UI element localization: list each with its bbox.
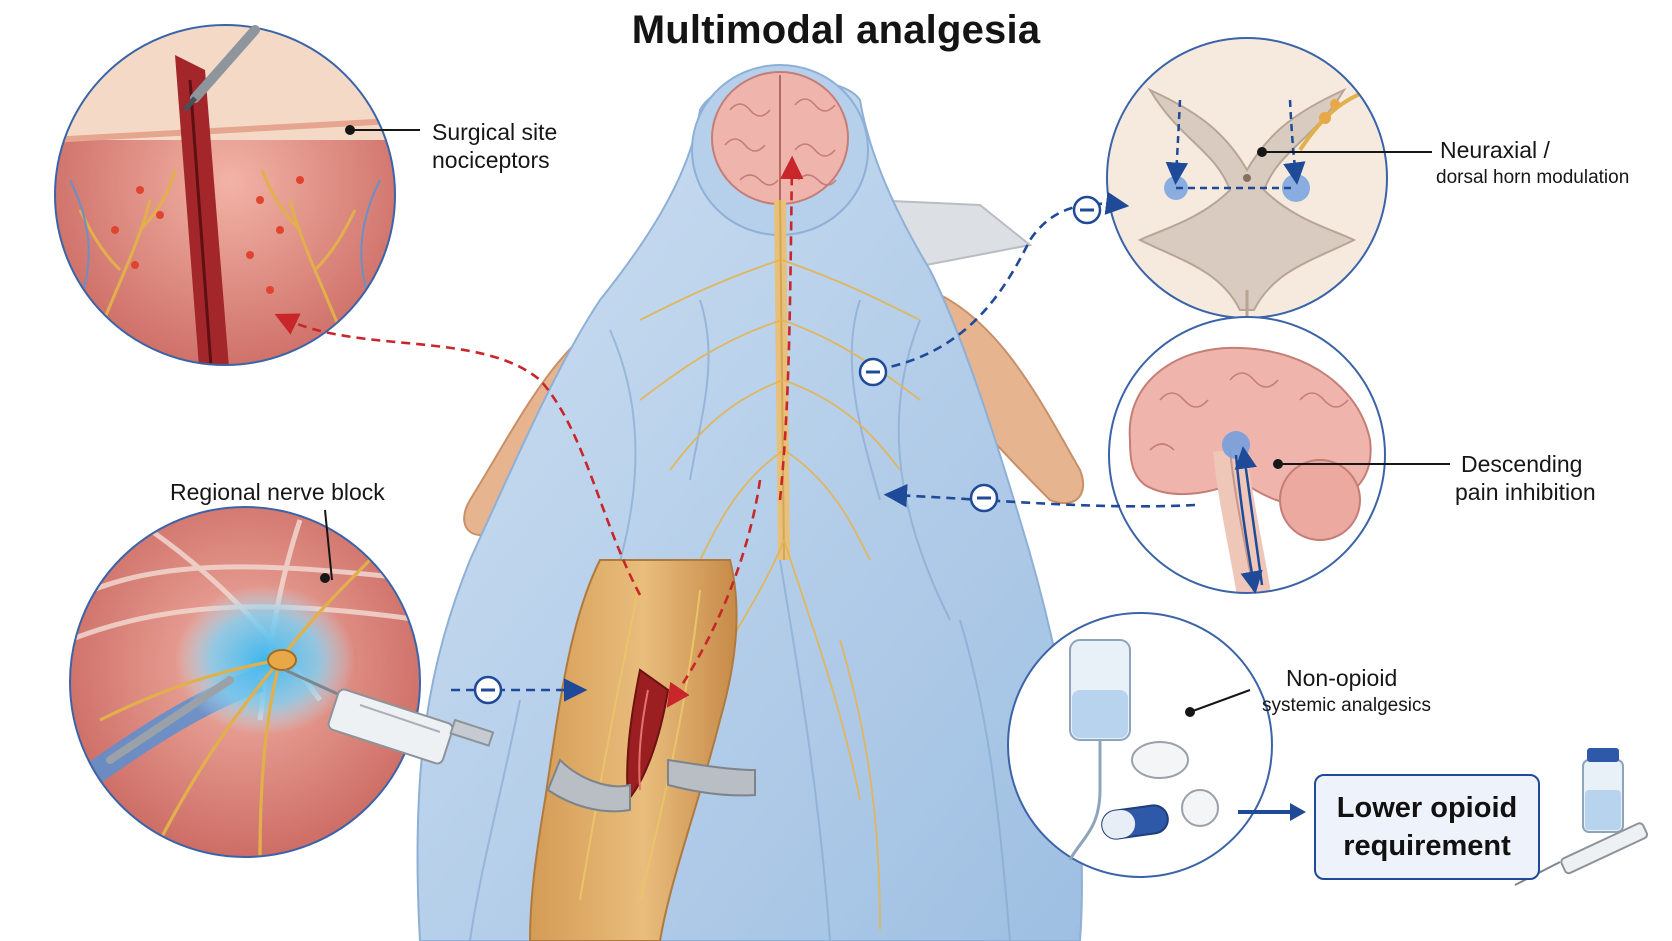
inhibition-minus-icon [858, 357, 888, 387]
inset-descending-inhibition [1108, 316, 1386, 594]
inset-non-opioid [1007, 612, 1273, 878]
label-regional-nerve-block: Regional nerve block [170, 479, 385, 505]
result-line-2: requirement [1343, 830, 1511, 862]
label-surgical-site: Surgical site nociceptors [432, 119, 558, 173]
inset-regional-nerve-block [69, 506, 495, 858]
patient-brain [711, 71, 849, 205]
tablet-icon [1131, 741, 1219, 827]
scalpel-icon [183, 25, 260, 112]
label-neuraxial: Neuraxial / dorsal horn modulation [1436, 137, 1630, 188]
label-non-opioid: Non-opioid systemic analgesics [1262, 665, 1431, 716]
patient-figure [416, 64, 1085, 941]
label-descending: Descending pain inhibition [1455, 451, 1596, 505]
leader-lines [320, 125, 1450, 717]
inhibition-minus-icon [969, 483, 999, 513]
inhibition-minus-icon [1072, 195, 1102, 225]
arrow-icon [1238, 803, 1306, 821]
vial-icon [1582, 748, 1624, 833]
iv-bag-icon [1068, 639, 1131, 861]
result-line-1: Lower opioid [1336, 792, 1518, 824]
inset-dorsal-horn [1106, 37, 1388, 319]
inhibition-minus-icon [473, 675, 503, 705]
diagram-title: Multimodal analgesia [631, 8, 1041, 52]
inset-surgical-site [54, 24, 396, 366]
capsule-icon [1101, 804, 1169, 840]
result-box: Lower opioid requirement [1314, 774, 1540, 880]
ascending-pain-pathways [274, 155, 804, 708]
syringe-icon [284, 668, 495, 765]
